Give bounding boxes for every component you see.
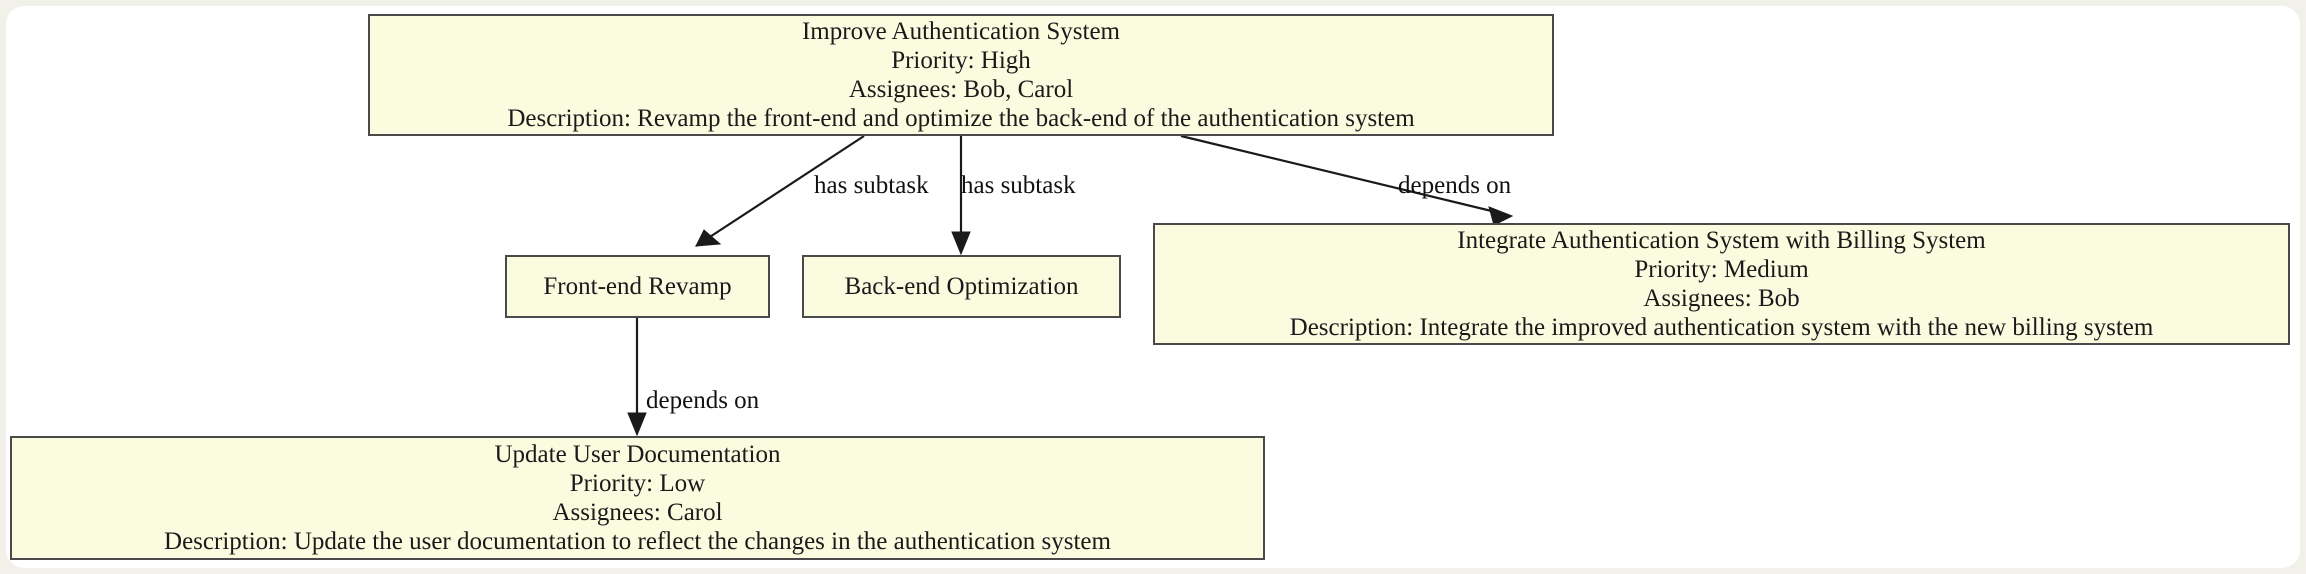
node-assignees: Assignees: Carol <box>552 499 723 526</box>
node-back-end-optimization[interactable]: Back-end Optimization <box>802 255 1121 318</box>
node-title: Improve Authentication System <box>801 18 1120 45</box>
node-title: Back-end Optimization <box>844 273 1079 300</box>
edge-improve-to-integrate-label: depends on <box>1398 172 1512 199</box>
node-priority: Priority: Medium <box>1634 256 1809 283</box>
node-front-end-revamp[interactable]: Front-end Revamp <box>505 255 770 318</box>
node-priority: Priority: High <box>891 47 1031 74</box>
node-priority: Priority: Low <box>569 470 706 497</box>
node-integrate-authentication-system-with-billing-system[interactable]: Integrate Authentication System with Bil… <box>1153 223 2290 345</box>
node-assignees: Assignees: Bob <box>1643 285 1800 312</box>
edge-improve-to-integrate-line <box>1180 134 1505 216</box>
edge-layer <box>627 134 1514 437</box>
node-description: Description: Update the user documentati… <box>164 528 1111 555</box>
edge-front-end-to-update-docs-label: depends on <box>646 387 760 414</box>
edge-improve-to-front-end-line <box>695 135 865 247</box>
node-title: Update User Documentation <box>494 441 781 468</box>
node-description: Description: Revamp the front-end and op… <box>507 105 1415 132</box>
edge-improve-to-back-end-label: has subtask <box>961 172 1076 199</box>
node-title: Integrate Authentication System with Bil… <box>1457 227 1986 254</box>
node-title: Front-end Revamp <box>543 273 732 300</box>
edge-improve-to-integrate-arrowhead <box>1488 206 1514 226</box>
node-assignees: Assignees: Bob, Carol <box>848 76 1074 103</box>
edge-improve-to-back-end-arrowhead <box>951 231 971 256</box>
node-description: Description: Integrate the improved auth… <box>1289 314 2154 341</box>
edge-improve-to-front-end-arrowhead <box>695 229 722 247</box>
edge-front-end-to-update-docs-arrowhead <box>627 412 647 437</box>
edge-improve-to-front-end-label: has subtask <box>814 172 929 199</box>
